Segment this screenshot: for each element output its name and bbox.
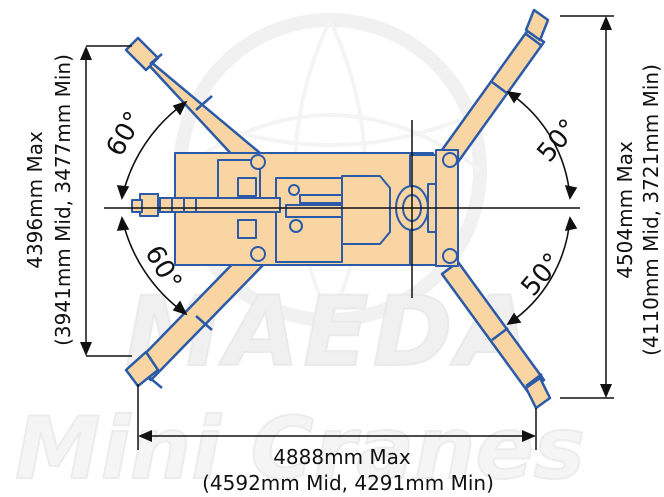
angle-arc-right-upper bbox=[507, 91, 571, 199]
dimension-bottom-width bbox=[137, 384, 537, 450]
angle-arcs bbox=[116, 90, 578, 326]
crane-turret bbox=[275, 177, 343, 263]
pivot-lower-left bbox=[250, 246, 266, 262]
dimension-right-height-detail: (4110mm Mid, 3721mm Min) bbox=[639, 64, 663, 356]
pivot-lower-right bbox=[442, 248, 458, 264]
dimension-right-height-max: 4504mm Max bbox=[613, 141, 637, 279]
pivot-upper-left bbox=[250, 154, 266, 170]
dimension-right-height bbox=[560, 15, 614, 399]
crane-body bbox=[131, 149, 459, 267]
crane-boom bbox=[149, 197, 281, 213]
watermark-subtitle: Mini Cranes bbox=[15, 399, 585, 497]
dimension-left-height-detail: (3941mm Mid, 3477mm Min) bbox=[51, 54, 75, 346]
outrigger-legs bbox=[124, 8, 552, 410]
dimension-left-height-max: 4396mm Max bbox=[23, 131, 47, 269]
dimension-left-height bbox=[80, 45, 132, 357]
watermark: MAEDA Mini Cranes bbox=[14, 13, 586, 497]
outrigger-leg-lower-right bbox=[440, 260, 552, 410]
outrigger-leg-upper-left bbox=[124, 36, 268, 174]
pivot-upper-right bbox=[442, 152, 458, 168]
centerlines bbox=[104, 120, 580, 298]
angle-label-left-upper: 60° bbox=[101, 107, 150, 162]
angle-arc-left-upper bbox=[121, 101, 187, 199]
dimension-bottom-width-max: 4888mm Max bbox=[273, 445, 411, 469]
dimension-bottom-width-detail: (4592mm Mid, 4291mm Min) bbox=[202, 471, 494, 495]
angle-arc-left-lower bbox=[121, 217, 187, 315]
angle-arc-right-lower bbox=[507, 217, 571, 325]
